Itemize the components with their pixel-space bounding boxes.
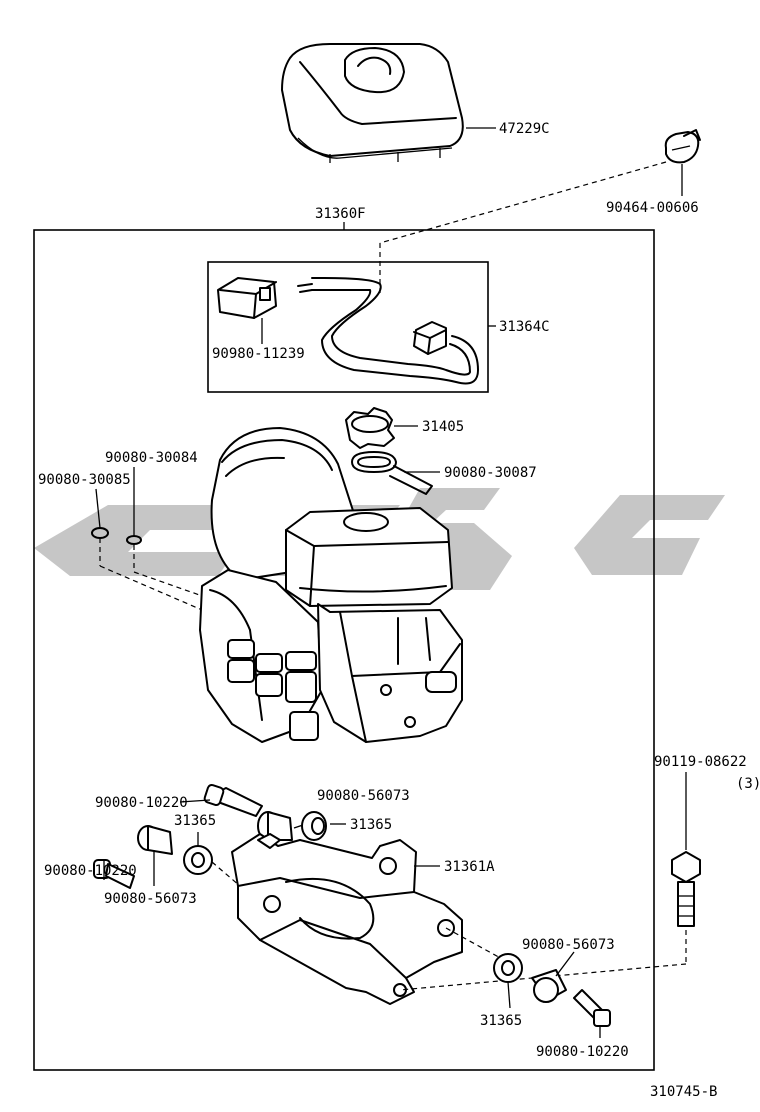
oring-small-label: 90080-30084 <box>105 450 198 466</box>
bolt-top-label: 90080-10220 <box>95 795 188 811</box>
cover-part <box>281 43 464 163</box>
grommet-left-dashed <box>211 861 241 887</box>
grommet-left-label: 31365 <box>174 813 216 829</box>
grommet-left-part <box>183 845 213 875</box>
grommet-bottom-part <box>493 953 523 983</box>
collar-top-label: 90080-56073 <box>317 788 410 804</box>
bolt-top-leader <box>179 799 211 803</box>
connector-part <box>217 277 277 319</box>
clamp-part <box>664 129 701 164</box>
mount-bolt-dashed-2 <box>399 963 687 991</box>
grommet-top-right-label: 31365 <box>350 817 392 833</box>
assembly-frame <box>33 229 655 1071</box>
cap-label: 31405 <box>422 419 464 435</box>
mount-bolt-label: 90119-08622 <box>654 754 747 770</box>
gasket-label: 90080-30087 <box>444 465 537 481</box>
collar-left-part <box>137 825 173 855</box>
bolt-left-label: 90080-10220 <box>44 863 137 879</box>
bracket-part <box>231 833 463 1005</box>
mount-bolt-part <box>671 851 701 927</box>
grommet-top-right-part <box>301 811 327 841</box>
mount-bolt-qty: (3) <box>736 776 760 792</box>
reservoir-cap-part <box>345 407 395 449</box>
collar-top-part <box>257 811 293 841</box>
bolt-bottom-part <box>573 989 611 1027</box>
grommet-bottom-label: 31365 <box>480 1013 522 1029</box>
collar-bottom-part <box>531 969 567 1003</box>
collar-bottom-leader <box>555 951 575 977</box>
actuator-body-part <box>199 427 463 743</box>
harness-label: 31364C <box>499 319 550 335</box>
oring-large-label: 90080-30085 <box>38 472 131 488</box>
diagram-code: 310745-B <box>650 1084 717 1100</box>
collar-bottom-label: 90080-56073 <box>522 937 615 953</box>
grommet-bottom-leader <box>507 981 511 1009</box>
oring-large-leader <box>95 488 101 529</box>
connector-label: 90980-11239 <box>212 346 305 362</box>
bolt-left-part <box>93 859 135 889</box>
cover-label: 47229C <box>499 121 550 137</box>
bottom-dashed <box>445 927 505 961</box>
harness-frame <box>207 261 489 393</box>
assembly-label: 31360F <box>315 206 366 222</box>
gasket-part <box>351 451 433 495</box>
oring-small-part <box>126 535 142 545</box>
wire-harness-part <box>297 277 479 385</box>
bolt-bottom-label: 90080-10220 <box>536 1044 629 1060</box>
clamp-label: 90464-00606 <box>606 200 699 216</box>
collar-left-label: 90080-56073 <box>104 891 197 907</box>
bolt-top-part <box>203 784 263 817</box>
bracket-label: 31361A <box>444 859 495 875</box>
